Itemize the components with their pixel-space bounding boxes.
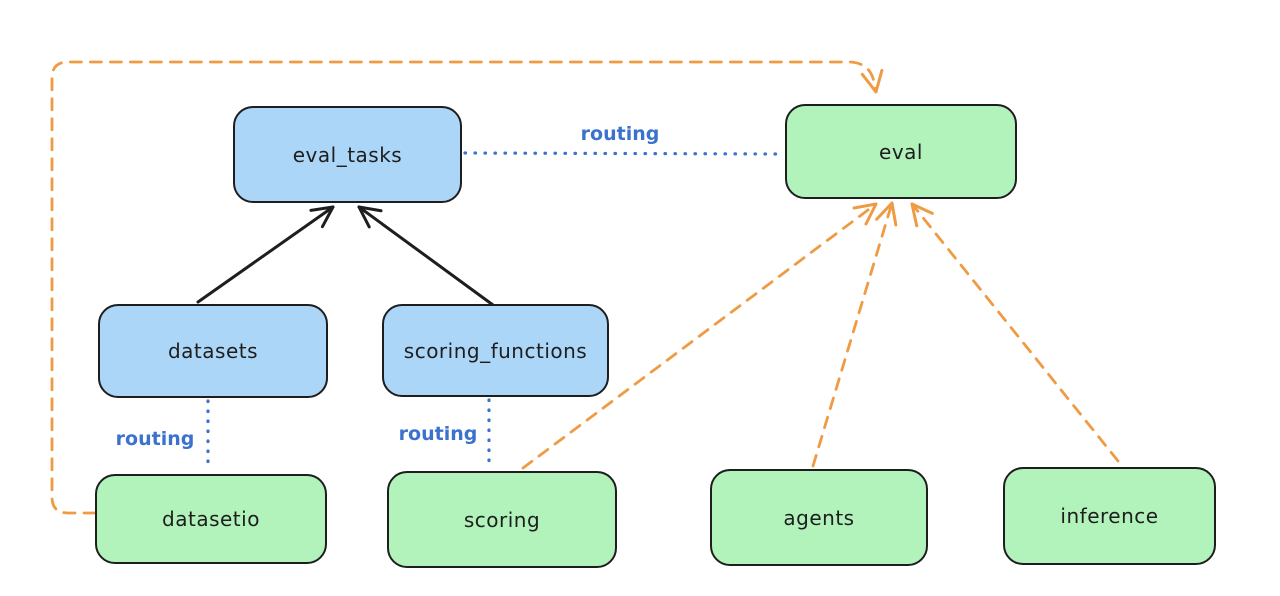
routing-label-scoring-functions-scoring: routing — [399, 423, 478, 445]
edge-datasetio-to-eval — [50, 60, 884, 515]
node-scoring: scoring — [387, 471, 617, 568]
node-scoring-functions-label: scoring_functions — [403, 338, 588, 363]
edge-eval-tasks-to-eval-routing — [463, 151, 784, 156]
routing-label-eval-tasks-eval: routing — [581, 123, 660, 145]
node-inference: inference — [1003, 467, 1216, 565]
node-datasets: datasets — [98, 304, 328, 398]
node-eval-tasks-label: eval_tasks — [292, 142, 403, 167]
node-datasetio: datasetio — [95, 474, 327, 564]
routing-label-datasets-datasetio: routing — [116, 428, 195, 450]
node-scoring-label: scoring — [463, 507, 541, 532]
node-agents-label: agents — [783, 505, 855, 530]
edge-inference-to-eval — [910, 202, 1120, 463]
node-eval: eval — [785, 104, 1017, 199]
edge-scoring-functions-to-eval-tasks — [357, 205, 495, 307]
node-eval-label: eval — [879, 139, 923, 164]
edge-datasets-to-eval-tasks — [196, 205, 335, 304]
node-agents: agents — [710, 469, 928, 566]
node-eval-tasks: eval_tasks — [233, 106, 462, 203]
edge-scoring-to-eval — [521, 202, 878, 470]
node-inference-label: inference — [1060, 504, 1159, 528]
edge-agents-to-eval — [811, 201, 898, 468]
node-datasetio-label: datasetio — [162, 507, 260, 531]
node-datasets-label: datasets — [167, 339, 259, 363]
node-scoring-functions: scoring_functions — [382, 304, 609, 397]
